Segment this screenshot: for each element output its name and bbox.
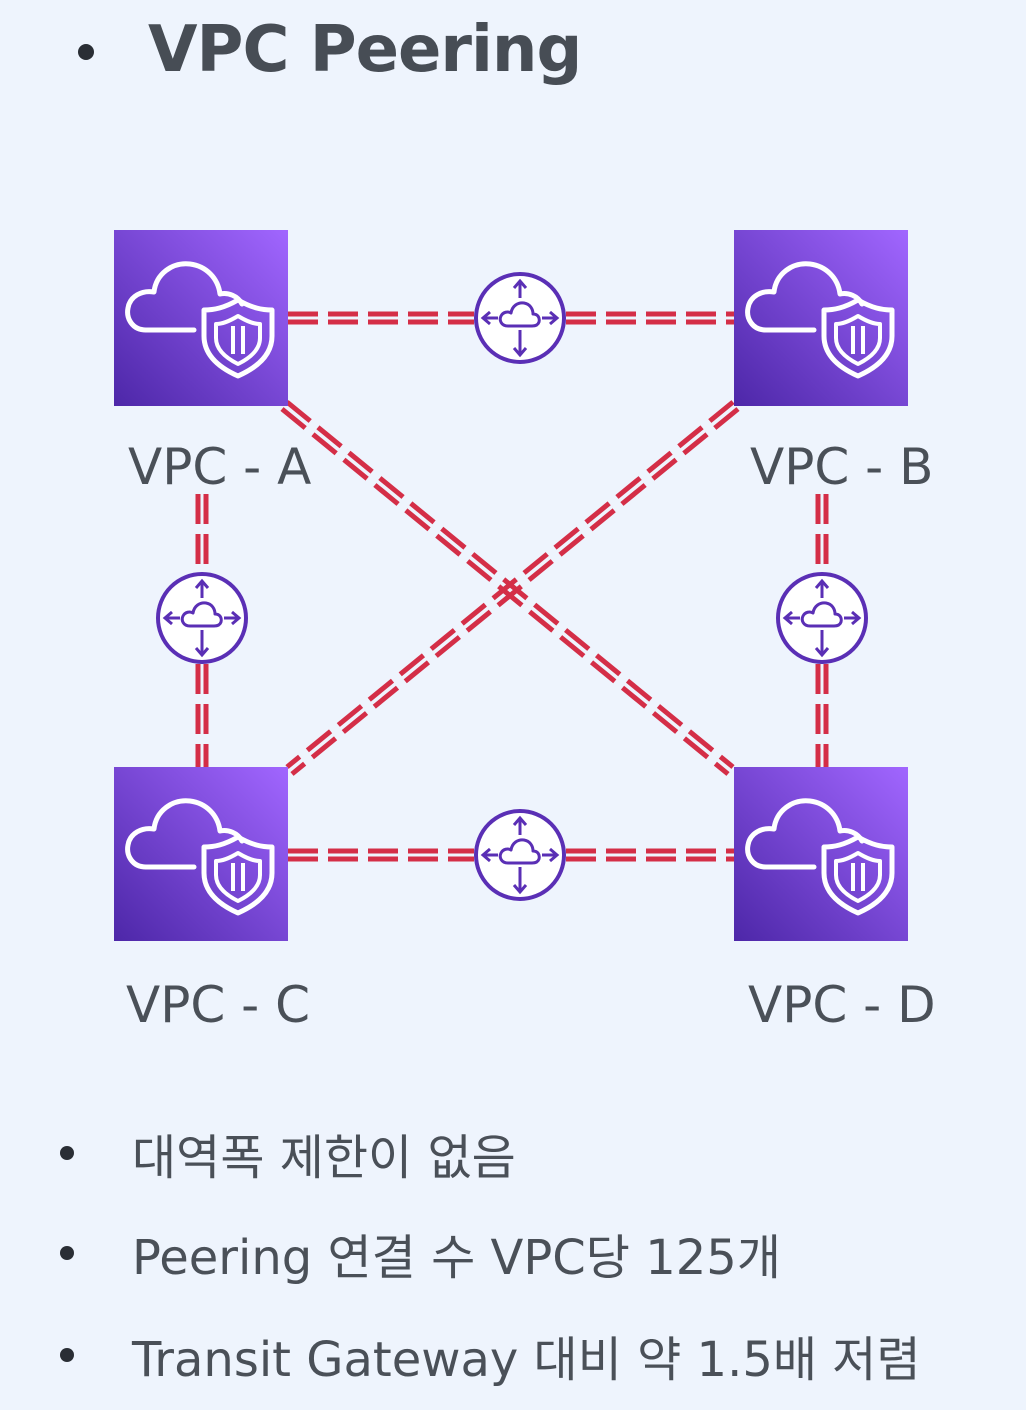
connection-c-d: [288, 848, 734, 862]
list-item: 대역폭 제한이 없음: [60, 1118, 516, 1188]
peering-router-icon: [474, 809, 566, 901]
page-title: VPC Peering: [148, 13, 582, 87]
title-row: VPC Peering: [78, 0, 582, 100]
bullet-text: 대역폭 제한이 없음: [132, 1130, 516, 1186]
vpc-d: [734, 767, 908, 941]
list-item: Transit Gateway 대비 약 1.5배 저렴: [60, 1320, 921, 1390]
bullet-text: Transit Gateway 대비 약 1.5배 저렴: [132, 1332, 921, 1388]
connection-b-c: [285, 400, 740, 776]
peering-router-icon: [776, 572, 868, 664]
bullet-dot: [60, 1246, 74, 1260]
peering-router-icon: [156, 572, 248, 664]
title-bullet: [78, 44, 94, 60]
vpc-c: [114, 767, 288, 941]
connection-a-b: [288, 311, 734, 325]
bullet-dot: [60, 1146, 74, 1160]
vpc-c-label: VPC - C: [126, 976, 311, 1034]
connection-b-d: [815, 494, 829, 768]
peering-router-icon: [474, 272, 566, 364]
vpc-a: [114, 230, 288, 406]
connection-a-c: [195, 494, 209, 768]
peering-connections: [195, 311, 829, 862]
vpc-peering-diagram: [114, 230, 908, 941]
vpc-b: [734, 230, 908, 406]
vpc-d-label: VPC - D: [748, 976, 936, 1034]
bullet-dot: [60, 1348, 74, 1362]
vpc-b-label: VPC - B: [750, 438, 934, 496]
list-item: Peering 연결 수 VPC당 125개: [60, 1218, 781, 1288]
vpc-a-label: VPC - A: [128, 438, 312, 496]
bullet-text: Peering 연결 수 VPC당 125개: [132, 1230, 782, 1286]
